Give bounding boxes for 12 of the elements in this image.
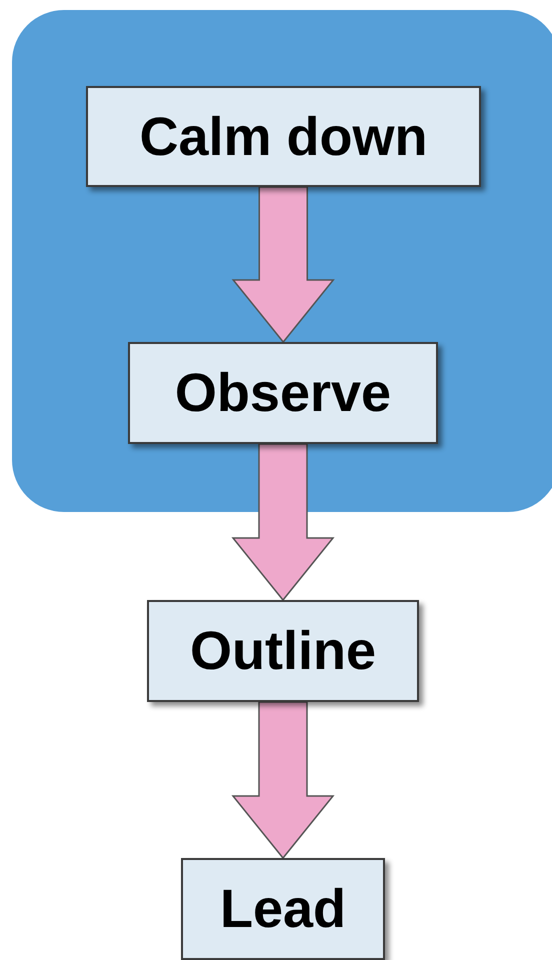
process-box xyxy=(147,600,419,702)
step-label: Outline xyxy=(190,620,376,682)
block-arrow xyxy=(232,186,335,344)
process-box xyxy=(181,858,385,960)
step-label: Calm down xyxy=(139,106,428,168)
step-label: Lead xyxy=(220,878,346,940)
group-panel xyxy=(12,10,552,512)
step-label: Observe xyxy=(174,362,392,424)
process-box xyxy=(128,342,438,444)
block-arrow xyxy=(231,701,335,860)
process-box xyxy=(86,86,481,187)
block-arrow xyxy=(231,443,335,602)
